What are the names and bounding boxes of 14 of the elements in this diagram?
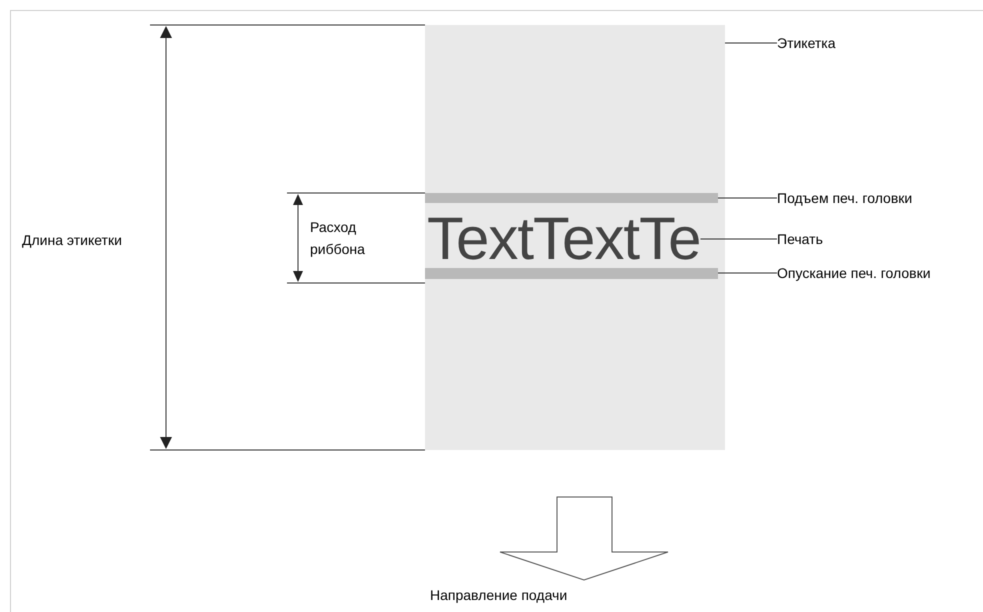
leader-line (718, 272, 778, 274)
head-band (425, 193, 718, 203)
callout-text: Опускание печ. головки (777, 263, 982, 283)
callout-text: Печать (777, 229, 847, 249)
callout-text: Подъем печ. головки (777, 188, 967, 208)
direction-label: Направление подачи (430, 586, 568, 605)
label-sheet (425, 25, 725, 450)
callout-text: Этикетка (777, 33, 867, 53)
leader-line (700, 238, 778, 240)
head-band (425, 268, 718, 279)
printed-sample-text: TextTextTe (427, 208, 700, 270)
leader-line (724, 42, 778, 44)
dimension-label: Расход риббона (310, 218, 366, 259)
dimension-label: Длина этикетки (22, 231, 122, 250)
